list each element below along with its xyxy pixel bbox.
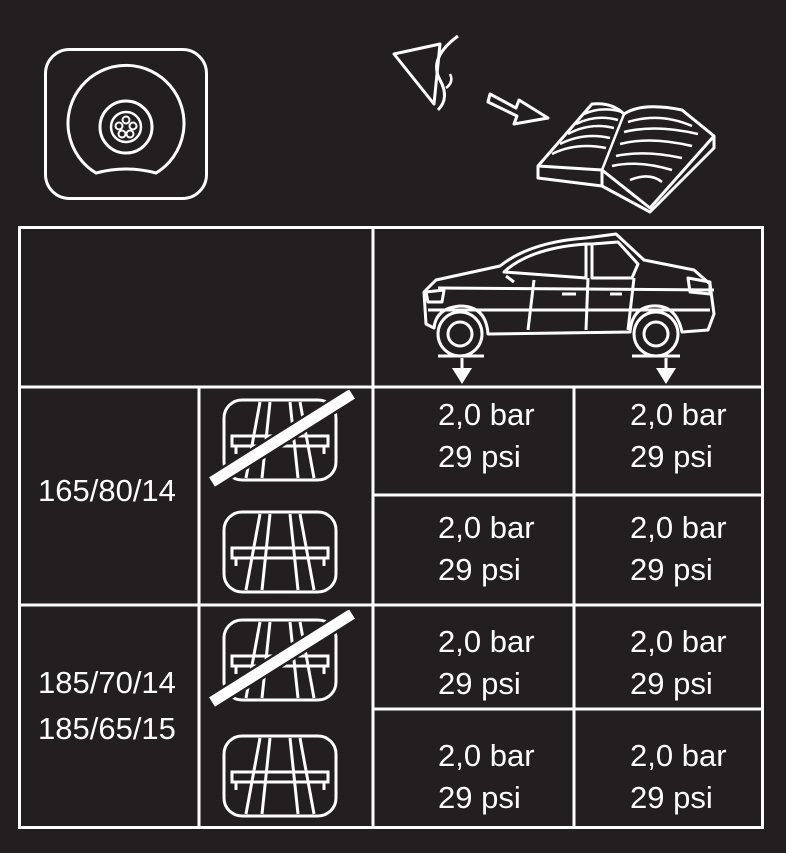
spare-wheel-icon <box>44 48 208 200</box>
rear-pressure-bar: 2,0 bar <box>630 624 727 659</box>
tyre-size-185-70-14: 185/70/14 <box>38 665 176 700</box>
arrow-right-icon <box>486 82 552 128</box>
rear-pressure-bar: 2,0 bar <box>630 397 727 432</box>
front-pressure-bar: 2,0 bar <box>438 397 535 432</box>
front-pressure-bar: 2,0 bar <box>438 510 535 545</box>
tyre-size-185-65-15: 185/65/15 <box>38 711 176 746</box>
snow-chains-icon <box>206 500 362 600</box>
rear-pressure-psi: 29 psi <box>630 439 713 474</box>
front-pressure-psi: 29 psi <box>438 439 521 474</box>
front-pressure-bar: 2,0 bar <box>438 624 535 659</box>
rear-pressure-bar: 2,0 bar <box>630 510 727 545</box>
tyre-size-165-80-14: 165/80/14 <box>38 473 176 508</box>
snow-chains-crossed-icon <box>206 610 362 710</box>
snow-chains-crossed-icon <box>206 390 362 490</box>
rear-pressure-psi: 29 psi <box>630 666 713 701</box>
front-pressure-psi: 29 psi <box>438 552 521 587</box>
eye-icon <box>388 32 468 116</box>
rear-pressure-psi: 29 psi <box>630 780 713 815</box>
rear-pressure-bar: 2,0 bar <box>630 738 727 773</box>
front-pressure-psi: 29 psi <box>438 666 521 701</box>
front-pressure-psi: 29 psi <box>438 780 521 815</box>
rear-pressure-psi: 29 psi <box>630 552 713 587</box>
open-book-icon <box>532 100 722 215</box>
car-side-icon <box>418 232 722 386</box>
snow-chains-icon <box>206 724 362 824</box>
front-pressure-bar: 2,0 bar <box>438 738 535 773</box>
